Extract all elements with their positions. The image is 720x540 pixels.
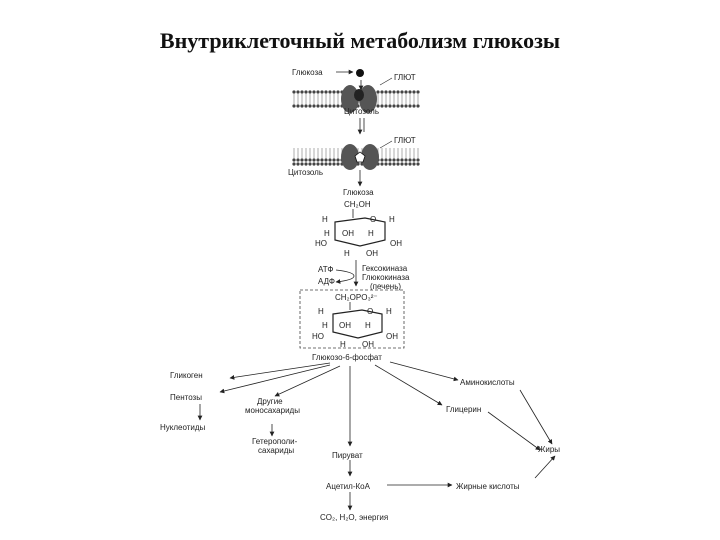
ring-atom: O [370, 215, 376, 224]
ring-atom: H [324, 229, 330, 238]
ring-atom: H [368, 229, 374, 238]
ring-atom: OH [386, 332, 398, 341]
acetyl-coa-label: Ацетил-КоА [326, 482, 371, 491]
amino-acids-label: Аминокислоты [460, 378, 515, 387]
glucokinase-label: Глюкокиназа [362, 273, 410, 282]
hexokinase-label: Гексокиназа [362, 264, 408, 273]
pentoses-label: Пентозы [170, 393, 202, 402]
fatty-acids-label: Жирные кислоты [456, 482, 520, 491]
glucose-label: Глюкоза [343, 188, 374, 197]
ring-atom: H [340, 340, 346, 349]
ring-atom: OH [342, 229, 354, 238]
glycogen-label: Гликоген [170, 371, 203, 380]
adp-label: АДФ [318, 277, 335, 286]
ring-atom: HO [312, 332, 324, 341]
transition-arrow [357, 118, 365, 135]
ring-atom: O [367, 307, 373, 316]
ring-atom: OH [339, 321, 351, 330]
atp-label: АТФ [318, 265, 333, 274]
fats-label: Жиры [538, 445, 560, 454]
ring-atom: H [322, 215, 328, 224]
ring-atom: H [344, 249, 350, 258]
glut-label-top: ГЛЮТ [394, 73, 416, 82]
heteropolysaccharides-label: Гетерополи- сахариды [252, 437, 300, 455]
slide-title: Внутриклеточный метаболизм глюкозы [159, 28, 561, 53]
pyranose-ring [332, 309, 383, 339]
pathway-arrows [197, 361, 556, 511]
g6p-structure: CH₂OPO₃²⁻ H O H OH H H HO OH H OH Глюкоз… [299, 289, 405, 362]
ring-atom: H [389, 215, 395, 224]
ch2oh-label: CH₂OH [344, 200, 371, 209]
glycerol-label: Глицерин [446, 405, 481, 414]
nucleotides-label: Нуклеотиды [160, 423, 206, 432]
hexokinase-step: АТФ АДФ Гексокиназа Глюкокиназа (печень) [318, 260, 410, 291]
ring-atom: H [318, 307, 324, 316]
membrane-bottom: ГЛЮТ Цитозоль [288, 136, 420, 187]
ring-atom: H [322, 321, 328, 330]
membrane-glucose-label: Глюкоза [292, 68, 323, 77]
g6p-box [299, 289, 405, 349]
glut-label-bottom: ГЛЮТ [394, 136, 416, 145]
ring-atom: OH [390, 239, 402, 248]
membrane-top: Глюкоза ГЛЮТ Цитозоль [292, 68, 420, 116]
products: Гликоген Пентозы Нуклеотиды Другие монос… [160, 371, 560, 522]
final-products-label: CO₂, H₂O, энергия [320, 513, 388, 522]
glut-transporter [341, 144, 379, 170]
pyruvate-label: Пируват [332, 451, 363, 460]
ring-atom: OH [362, 340, 374, 349]
cytosol-label-bottom: Цитозоль [288, 168, 323, 177]
ring-atom: OH [366, 249, 378, 258]
cytosol-label-top: Цитозоль [344, 107, 379, 116]
glucose-molecule-icon [356, 69, 364, 77]
glut-transporter [341, 85, 377, 113]
ring-atom: H [386, 307, 392, 316]
ch2opo3-label: CH₂OPO₃²⁻ [335, 293, 378, 302]
g6p-label: Глюкозо-6-фосфат [312, 353, 382, 362]
ring-atom: HO [315, 239, 327, 248]
pyranose-ring [334, 217, 386, 247]
ring-atom: H [365, 321, 371, 330]
liver-label: (печень) [370, 282, 401, 291]
other-monosaccharides-label: Другие моносахариды [245, 397, 300, 415]
glucose-structure: Глюкоза CH₂OH H O H OH H H HO OH H OH [315, 188, 402, 258]
